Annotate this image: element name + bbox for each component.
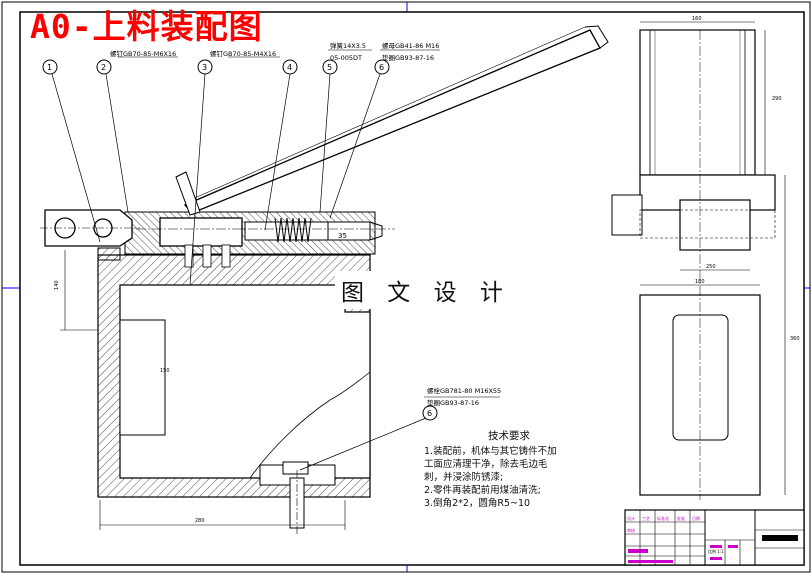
balloon-3: 3 (202, 63, 207, 72)
tech-line-3: 刺，并浸涂防锈漆; (424, 472, 504, 483)
tb-label-6: 日期 (692, 515, 700, 521)
tech-heading: 技术要求 (488, 430, 530, 442)
tb-label-5: 批准 (677, 515, 685, 521)
callout-2: 螺钉GB70-85-M6X16 (110, 49, 176, 58)
balloon-5: 5 (327, 63, 332, 72)
technical-requirements: 技术要求 1.装配前，机体与其它铸件不加 工面应清理干净，除去毛边毛 刺，并浸涂… (424, 430, 614, 510)
callout-7b: 垫圈GB93-87-16 (427, 398, 479, 407)
tech-line-5: 3.倒角2*2，圆角R5~10 (424, 498, 531, 509)
callout-5b: 05-005DT (330, 54, 362, 62)
tb-scale: 比例 1:1 (708, 548, 724, 554)
dim-right-base: 180 (695, 279, 705, 285)
dim-right-small: 250 (706, 264, 716, 270)
left-link (40, 209, 140, 261)
callout-6a: 螺母GB41-86 M16 (382, 41, 439, 50)
callout-5a: 弹簧14X3.5 (330, 41, 366, 50)
balloon-6b: 6 (427, 409, 432, 418)
balloon-1: 1 (47, 63, 52, 72)
balloon-2: 2 (101, 63, 106, 72)
left-dimension (60, 250, 346, 530)
base-body (97, 254, 371, 535)
callout-leaders (118, 49, 500, 398)
drawing-title: A0-上料装配图 (30, 7, 263, 46)
tech-line-2: 工面应清理干净，除去毛边毛 (424, 459, 548, 470)
dim-side-height: 140 (54, 280, 60, 290)
dim-d1: 35 (338, 232, 347, 240)
callout-4: 螺钉GB70-85-M4X16 (210, 49, 276, 58)
balloon-6a: 6 (379, 63, 384, 72)
dim-right-top: 160 (692, 16, 702, 22)
lever-arm (175, 25, 609, 216)
title-block (624, 509, 805, 566)
tech-line-4: 2.零件再装配前用煤油清洗; (424, 485, 541, 496)
callout-7a: 螺栓GB781-80 M16X55 (427, 386, 501, 395)
tech-line-1: 1.装配前，机体与其它铸件不加 (424, 446, 557, 457)
tb-label-4: 标准化 (657, 515, 669, 521)
callout-6b: 垫圈GB93-87-16 (382, 53, 434, 62)
dim-right-mid: 290 (772, 96, 782, 102)
balloon-group (42, 59, 438, 471)
tb-label-1: 设计 (627, 515, 635, 521)
balloon-4: 4 (287, 63, 292, 72)
slide-assembly (120, 211, 395, 268)
tb-label-3: 工艺 (642, 516, 650, 521)
tb-label-2: 审核 (627, 527, 635, 533)
dim-bottom-width: 280 (195, 518, 205, 524)
dim-inner-height: 150 (160, 368, 170, 374)
side-view (611, 21, 786, 500)
dim-right-side: 360 (790, 336, 800, 342)
watermark: 图 文 设 计 (335, 271, 517, 309)
